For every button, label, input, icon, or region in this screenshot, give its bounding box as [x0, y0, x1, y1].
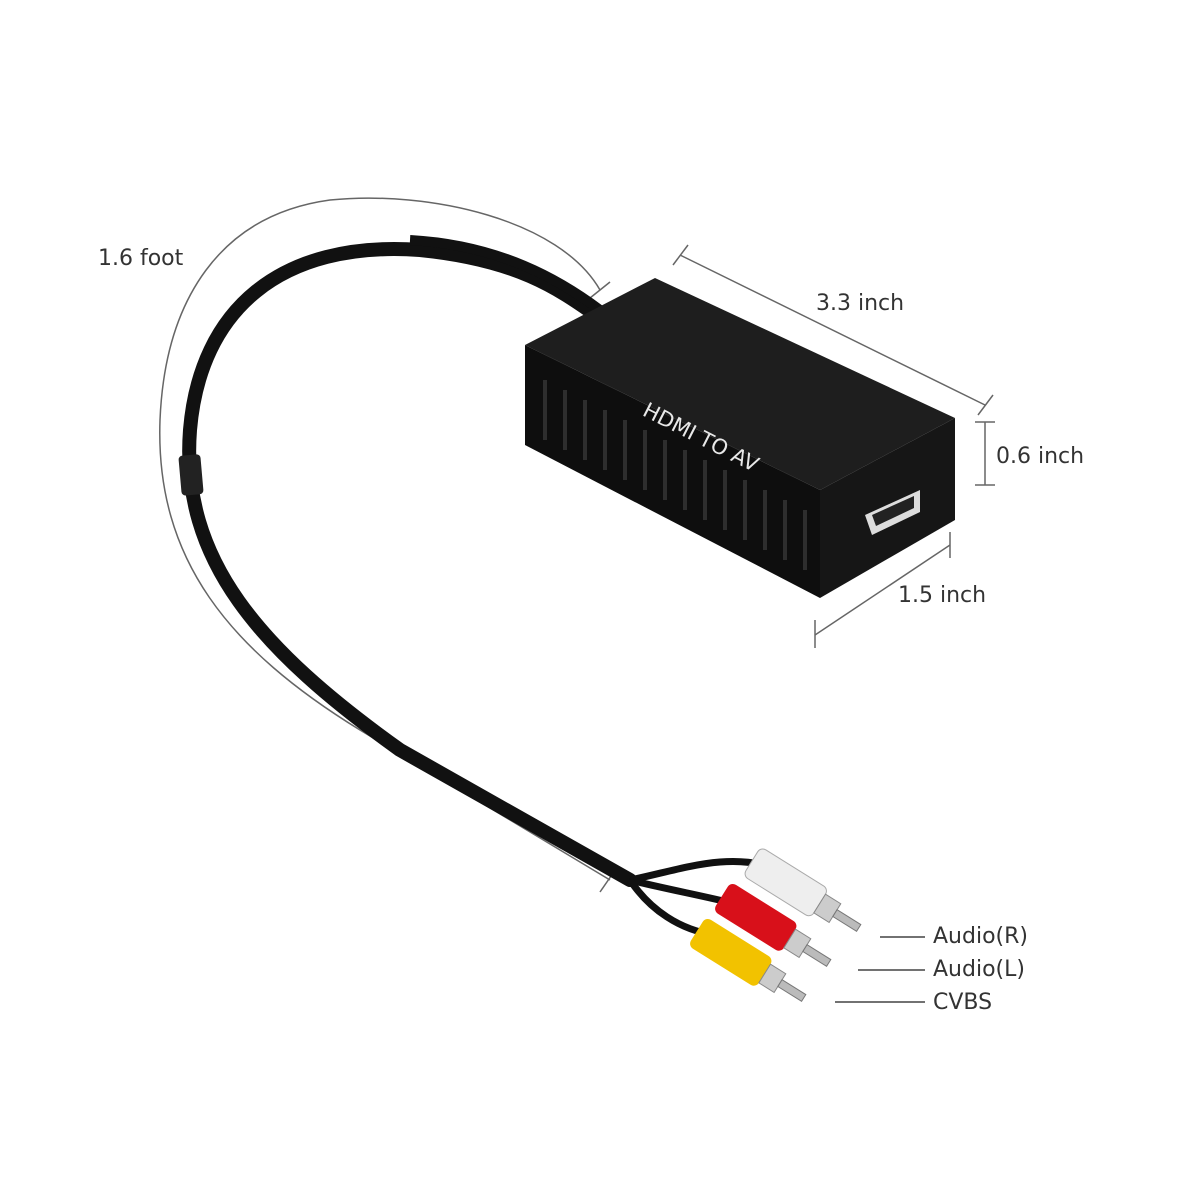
dimension-lines — [672, 244, 995, 648]
rca-plug-white — [744, 848, 862, 933]
cable-length-dimension-line — [159, 197, 611, 881]
width-label: 1.5 inch — [898, 583, 987, 608]
connector-label-cvbs: CVBS — [933, 990, 993, 1015]
length-label: 3.3 inch — [816, 291, 905, 316]
height-label: 0.6 inch — [996, 444, 1085, 469]
connector-label-audio-l: Audio(L) — [933, 957, 1025, 982]
rca-plug-red — [715, 884, 832, 968]
hdmi-port — [865, 490, 920, 535]
rca-plug-yellow — [690, 919, 807, 1003]
cable — [182, 242, 637, 887]
converter-box — [525, 278, 955, 598]
cable-ferrite — [178, 454, 204, 496]
cable-length-label: 1.6 foot — [98, 246, 184, 271]
connector-label-audio-r: Audio(R) — [933, 924, 1028, 949]
